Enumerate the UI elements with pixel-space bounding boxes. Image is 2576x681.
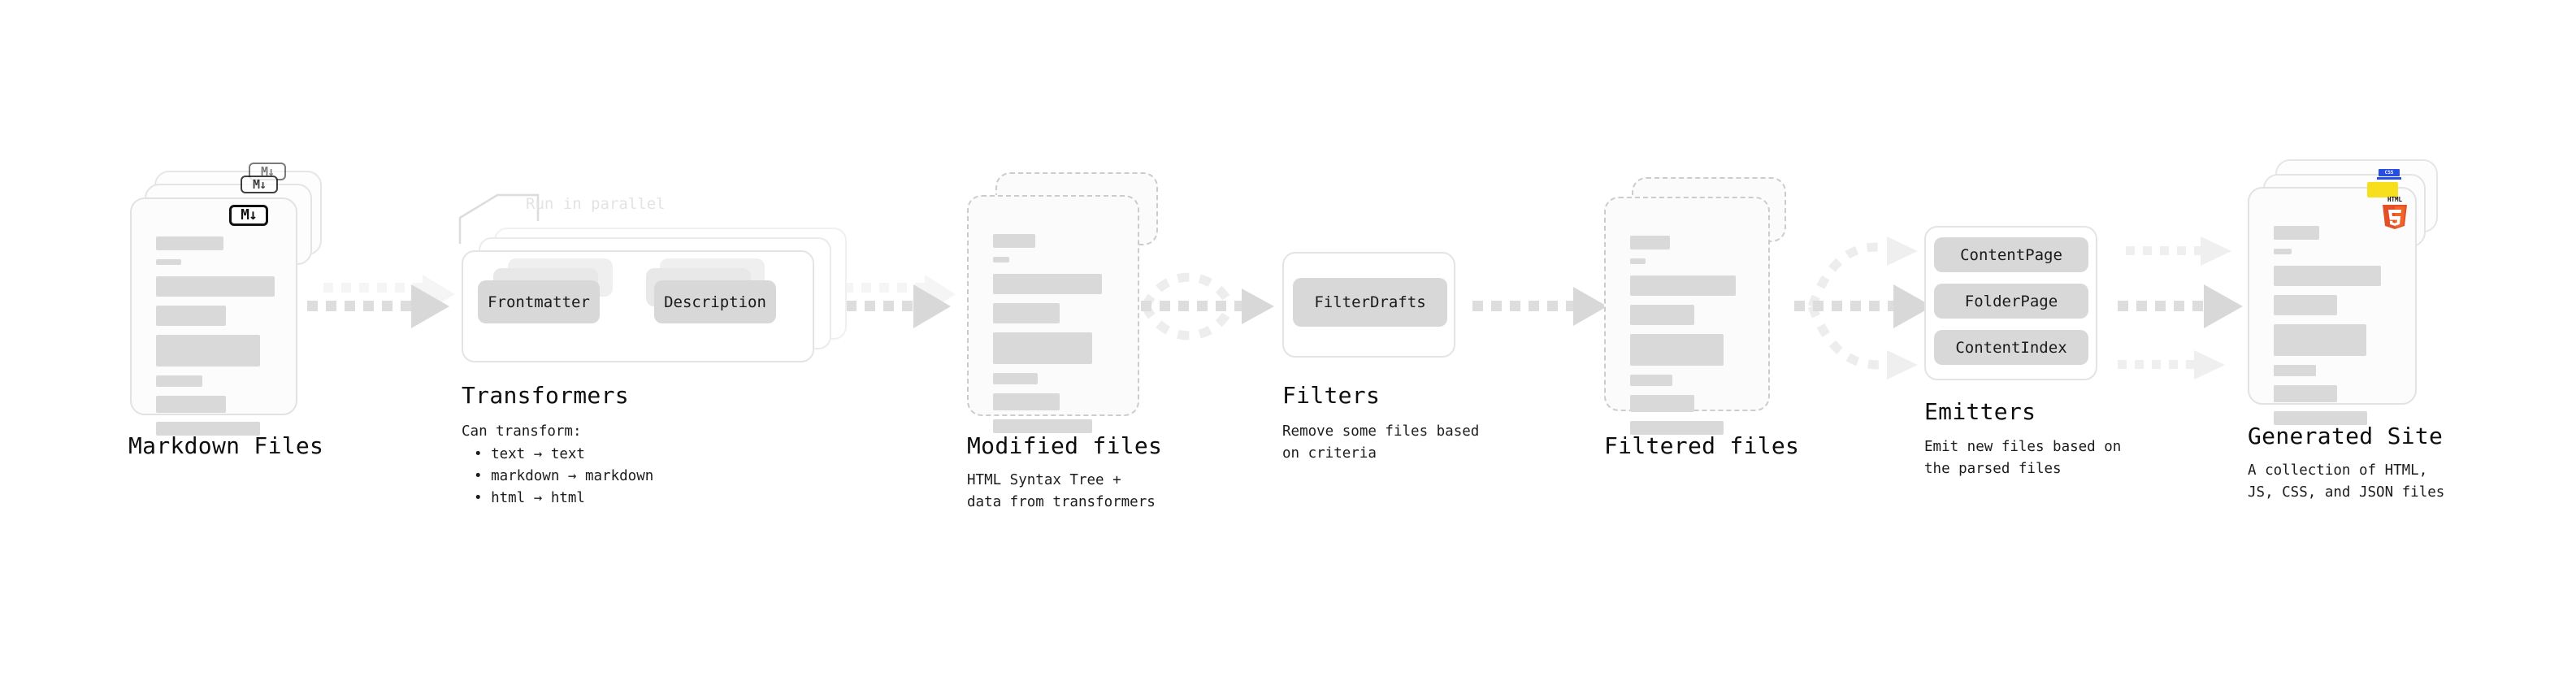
bar-meta <box>1630 258 1646 264</box>
emitters-title: Emitters <box>1924 398 2036 425</box>
bar-line-6 <box>1630 421 1724 435</box>
markdown-badge: M↓ <box>229 205 268 226</box>
bar-title <box>993 234 1035 248</box>
bar-title <box>156 236 224 250</box>
markdown-card-bars <box>156 236 275 445</box>
bar-line-3 <box>1630 334 1724 366</box>
css-badge: CSS <box>2379 169 2400 176</box>
bar-meta <box>156 259 181 265</box>
arrow-filters-to-filtered <box>1472 287 1607 326</box>
frontmatter-chip[interactable]: Frontmatter <box>478 280 600 323</box>
bar-line-2 <box>2274 295 2338 315</box>
bar-line-4 <box>2274 365 2316 376</box>
filters-title: Filters <box>1282 382 1381 409</box>
transformers-bullet-2: • markdown → markdown <box>474 468 654 484</box>
bullet-text-3: html → html <box>491 490 585 506</box>
markdown-files-title: Markdown Files <box>128 432 324 459</box>
modified-card-bars <box>993 234 1117 442</box>
arrow-filtered-to-emitters <box>1794 236 1932 380</box>
generated-site-title: Generated Site <box>2248 423 2444 449</box>
svg-text:HTML: HTML <box>2387 196 2403 203</box>
run-in-parallel-label: Run in parallel <box>526 195 666 213</box>
bar-title <box>1630 236 1670 249</box>
bar-line-1 <box>156 276 275 297</box>
arrow-markdown-to-transformers <box>307 275 455 328</box>
modified-files-title: Modified files <box>967 432 1163 459</box>
bar-line-4 <box>1630 375 1672 386</box>
bar-meta <box>993 257 1009 262</box>
filtered-card-bars <box>1630 236 1747 444</box>
modified-file-card-front[interactable] <box>967 195 1139 433</box>
arrow-modified-to-filters <box>1141 272 1274 340</box>
bar-line-1 <box>1630 275 1736 296</box>
bar-line-6 <box>993 419 1092 433</box>
css-badge-underline <box>2377 177 2401 180</box>
generated-site-subtitle: A collection of HTML, JS, CSS, and JSON … <box>2248 462 2445 501</box>
transformers-bullet-1: • text → text <box>474 446 585 462</box>
html5-badge: HTML <box>2383 196 2407 229</box>
emitters-subtitle: Emit new files based on the parsed files <box>1924 439 2122 477</box>
bar-line-5 <box>1630 395 1695 412</box>
bar-line-2 <box>993 303 1060 323</box>
contentindex-chip[interactable]: ContentIndex <box>1934 330 2088 365</box>
description-chip[interactable]: Description <box>654 280 776 323</box>
filtered-files-title: Filtered files <box>1604 432 1800 459</box>
transformers-title: Transformers <box>462 382 629 409</box>
bar-line-3 <box>156 335 261 367</box>
bar-line-5 <box>993 393 1060 410</box>
bullet-text-1: text → text <box>491 446 585 462</box>
bar-line-3 <box>2274 324 2366 356</box>
arrow-transformers-to-modified <box>827 275 956 328</box>
bar-line-5 <box>2274 385 2338 402</box>
bullet-text-2: markdown → markdown <box>491 468 654 484</box>
markdown-badge-middle: M↓ <box>241 176 278 193</box>
bar-line-5 <box>156 396 227 413</box>
contentpage-chip[interactable]: ContentPage <box>1934 237 2088 272</box>
run-in-parallel-bracket <box>458 193 540 244</box>
transformers-subtitle: Can transform: <box>462 423 582 440</box>
bar-meta <box>2274 249 2292 254</box>
bar-line-3 <box>993 332 1092 364</box>
markdown-file-card-front[interactable] <box>130 197 297 436</box>
folderpage-chip[interactable]: FolderPage <box>1934 284 2088 319</box>
bar-line-1 <box>2274 266 2381 286</box>
bar-line-1 <box>993 274 1102 294</box>
bar-line-4 <box>156 375 202 387</box>
site-file-card-front[interactable] <box>2248 187 2417 425</box>
transformers-bullet-3: • html → html <box>474 490 585 506</box>
filters-subtitle: Remove some files based on criteria <box>1282 423 1480 462</box>
arrow-emitters-to-site <box>2118 236 2243 380</box>
filtered-file-card-front[interactable] <box>1604 197 1770 435</box>
bar-line-2 <box>1630 305 1695 325</box>
site-card-bars <box>2274 226 2394 434</box>
modified-files-subtitle: HTML Syntax Tree + data from transformer… <box>967 472 1156 510</box>
css-badge-label: CSS <box>2384 170 2394 176</box>
bar-line-2 <box>156 306 227 326</box>
bar-line-6 <box>2274 411 2368 425</box>
bar-line-6 <box>156 422 261 436</box>
bar-line-4 <box>993 373 1038 384</box>
js-badge <box>2367 182 2398 197</box>
bar-title <box>2274 226 2320 240</box>
filterdrafts-chip[interactable]: FilterDrafts <box>1293 278 1447 327</box>
